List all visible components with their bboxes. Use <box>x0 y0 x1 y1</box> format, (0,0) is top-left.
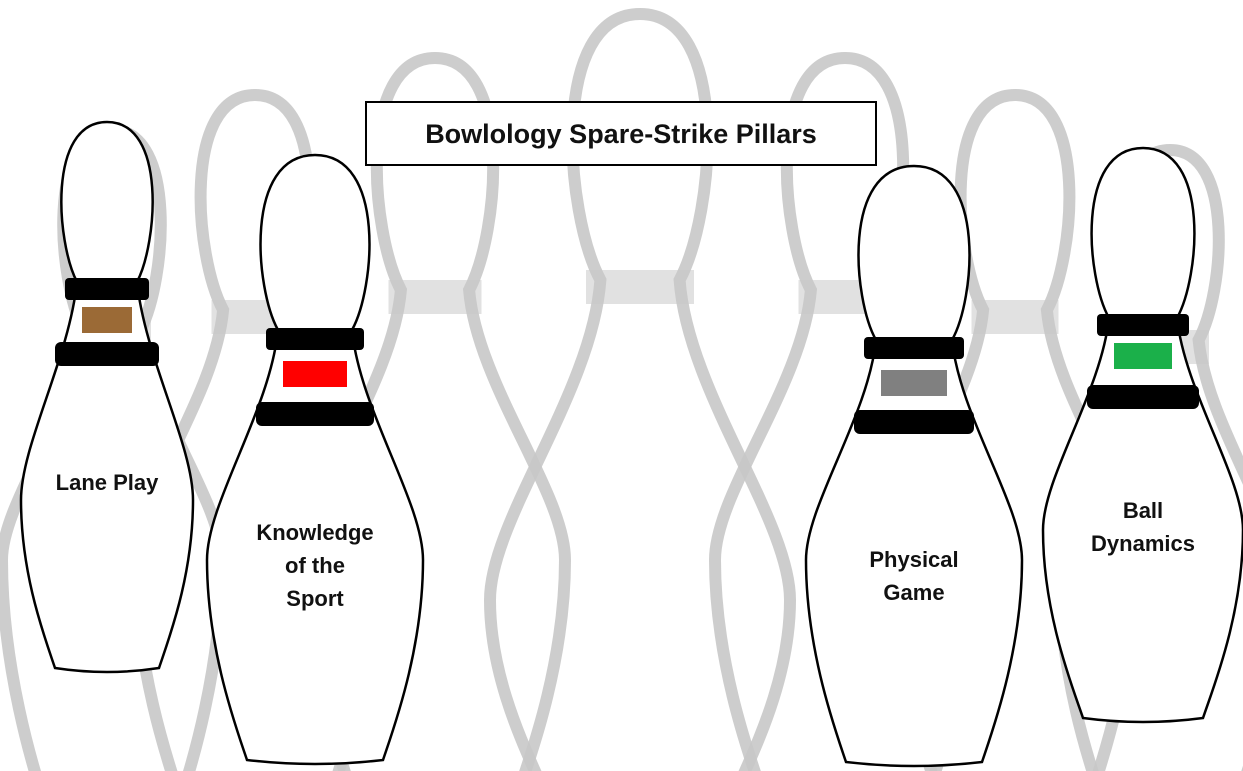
pin-upper-band <box>1097 314 1189 336</box>
pillar-color-swatch <box>880 369 948 397</box>
pin-label-line: Sport <box>286 586 344 611</box>
pin-lower-band <box>1087 385 1199 409</box>
pillar-color-swatch <box>282 360 348 388</box>
pin-body <box>21 122 193 672</box>
pin-label-line: Game <box>883 580 944 605</box>
pin-body <box>806 166 1022 766</box>
title-box: Bowlology Spare-Strike Pillars <box>366 102 876 165</box>
pin-upper-band <box>266 328 364 350</box>
pillar-color-swatch <box>81 306 133 334</box>
background-pin-band <box>972 300 1059 334</box>
pin-lower-band <box>55 342 159 366</box>
pin-label-line: Ball <box>1123 498 1163 523</box>
pin-lower-band <box>854 410 974 434</box>
pillar-color-swatch <box>1113 342 1173 370</box>
pin-label-line: of the <box>285 553 345 578</box>
pin-label-line: Lane Play <box>56 470 159 495</box>
diagram-title: Bowlology Spare-Strike Pillars <box>425 119 817 149</box>
pin-label-line: Dynamics <box>1091 531 1195 556</box>
pin-lane-play: Lane Play <box>21 122 193 672</box>
pin-upper-band <box>864 337 964 359</box>
pin-label-line: Knowledge <box>256 520 373 545</box>
pin-upper-band <box>65 278 149 300</box>
pin-lower-band <box>256 402 374 426</box>
background-pin-band <box>586 270 694 304</box>
background-pin-band <box>389 280 482 314</box>
pin-label-line: Physical <box>869 547 958 572</box>
